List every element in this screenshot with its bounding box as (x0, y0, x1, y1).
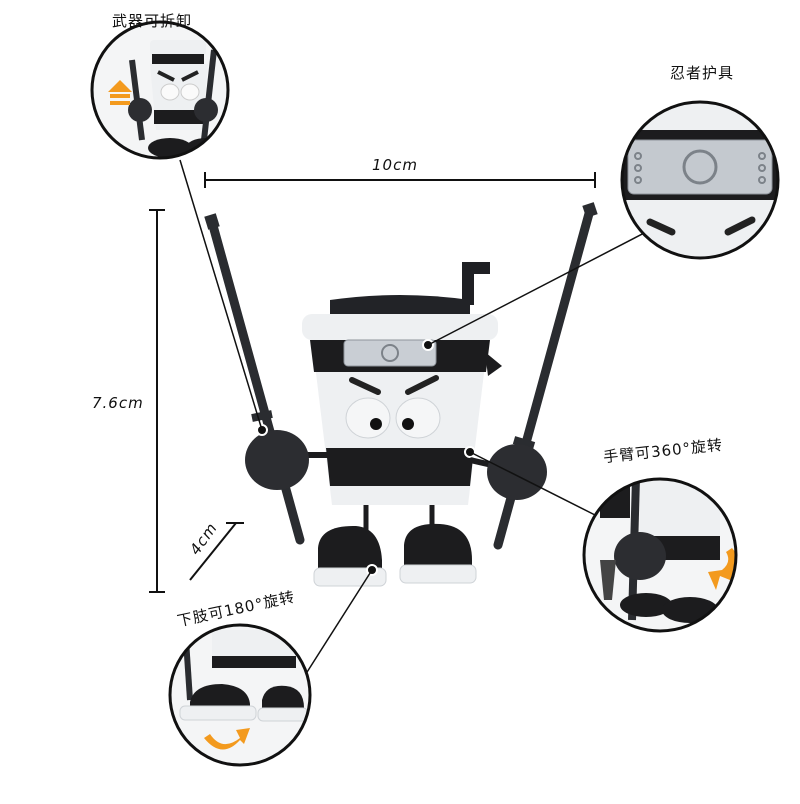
cup-lid (302, 295, 498, 340)
forehead-protector (343, 339, 437, 367)
left-hand (245, 424, 309, 490)
callout-ninja-armor (620, 100, 780, 260)
rotate-arrow-icon (204, 728, 250, 750)
width-dimension-line (204, 172, 596, 188)
eyes (345, 397, 441, 439)
right-hand (487, 444, 547, 500)
ninja-cup-figure (204, 202, 598, 587)
left-shoe (313, 525, 387, 587)
callout-weapon-detachable (90, 20, 230, 160)
label-weapon-detachable: 武器可拆卸 (112, 12, 193, 30)
arrow-up-icon (108, 80, 132, 92)
belt (326, 448, 474, 486)
rotate-arrow-icon (708, 548, 736, 590)
width-dimension-label: 10cm (372, 156, 418, 174)
right-shoe (399, 523, 477, 584)
callout-arm-rotation (582, 477, 738, 633)
left-sword (204, 213, 305, 545)
straw (462, 262, 490, 305)
height-dimension-line (149, 209, 165, 593)
callout-leg-rotation (168, 623, 312, 767)
height-dimension-label: 7.6cm (92, 394, 144, 412)
label-ninja-armor: 忍者护具 (670, 64, 735, 82)
callout-lines (179, 159, 651, 681)
depth-dimension-line (189, 522, 244, 581)
